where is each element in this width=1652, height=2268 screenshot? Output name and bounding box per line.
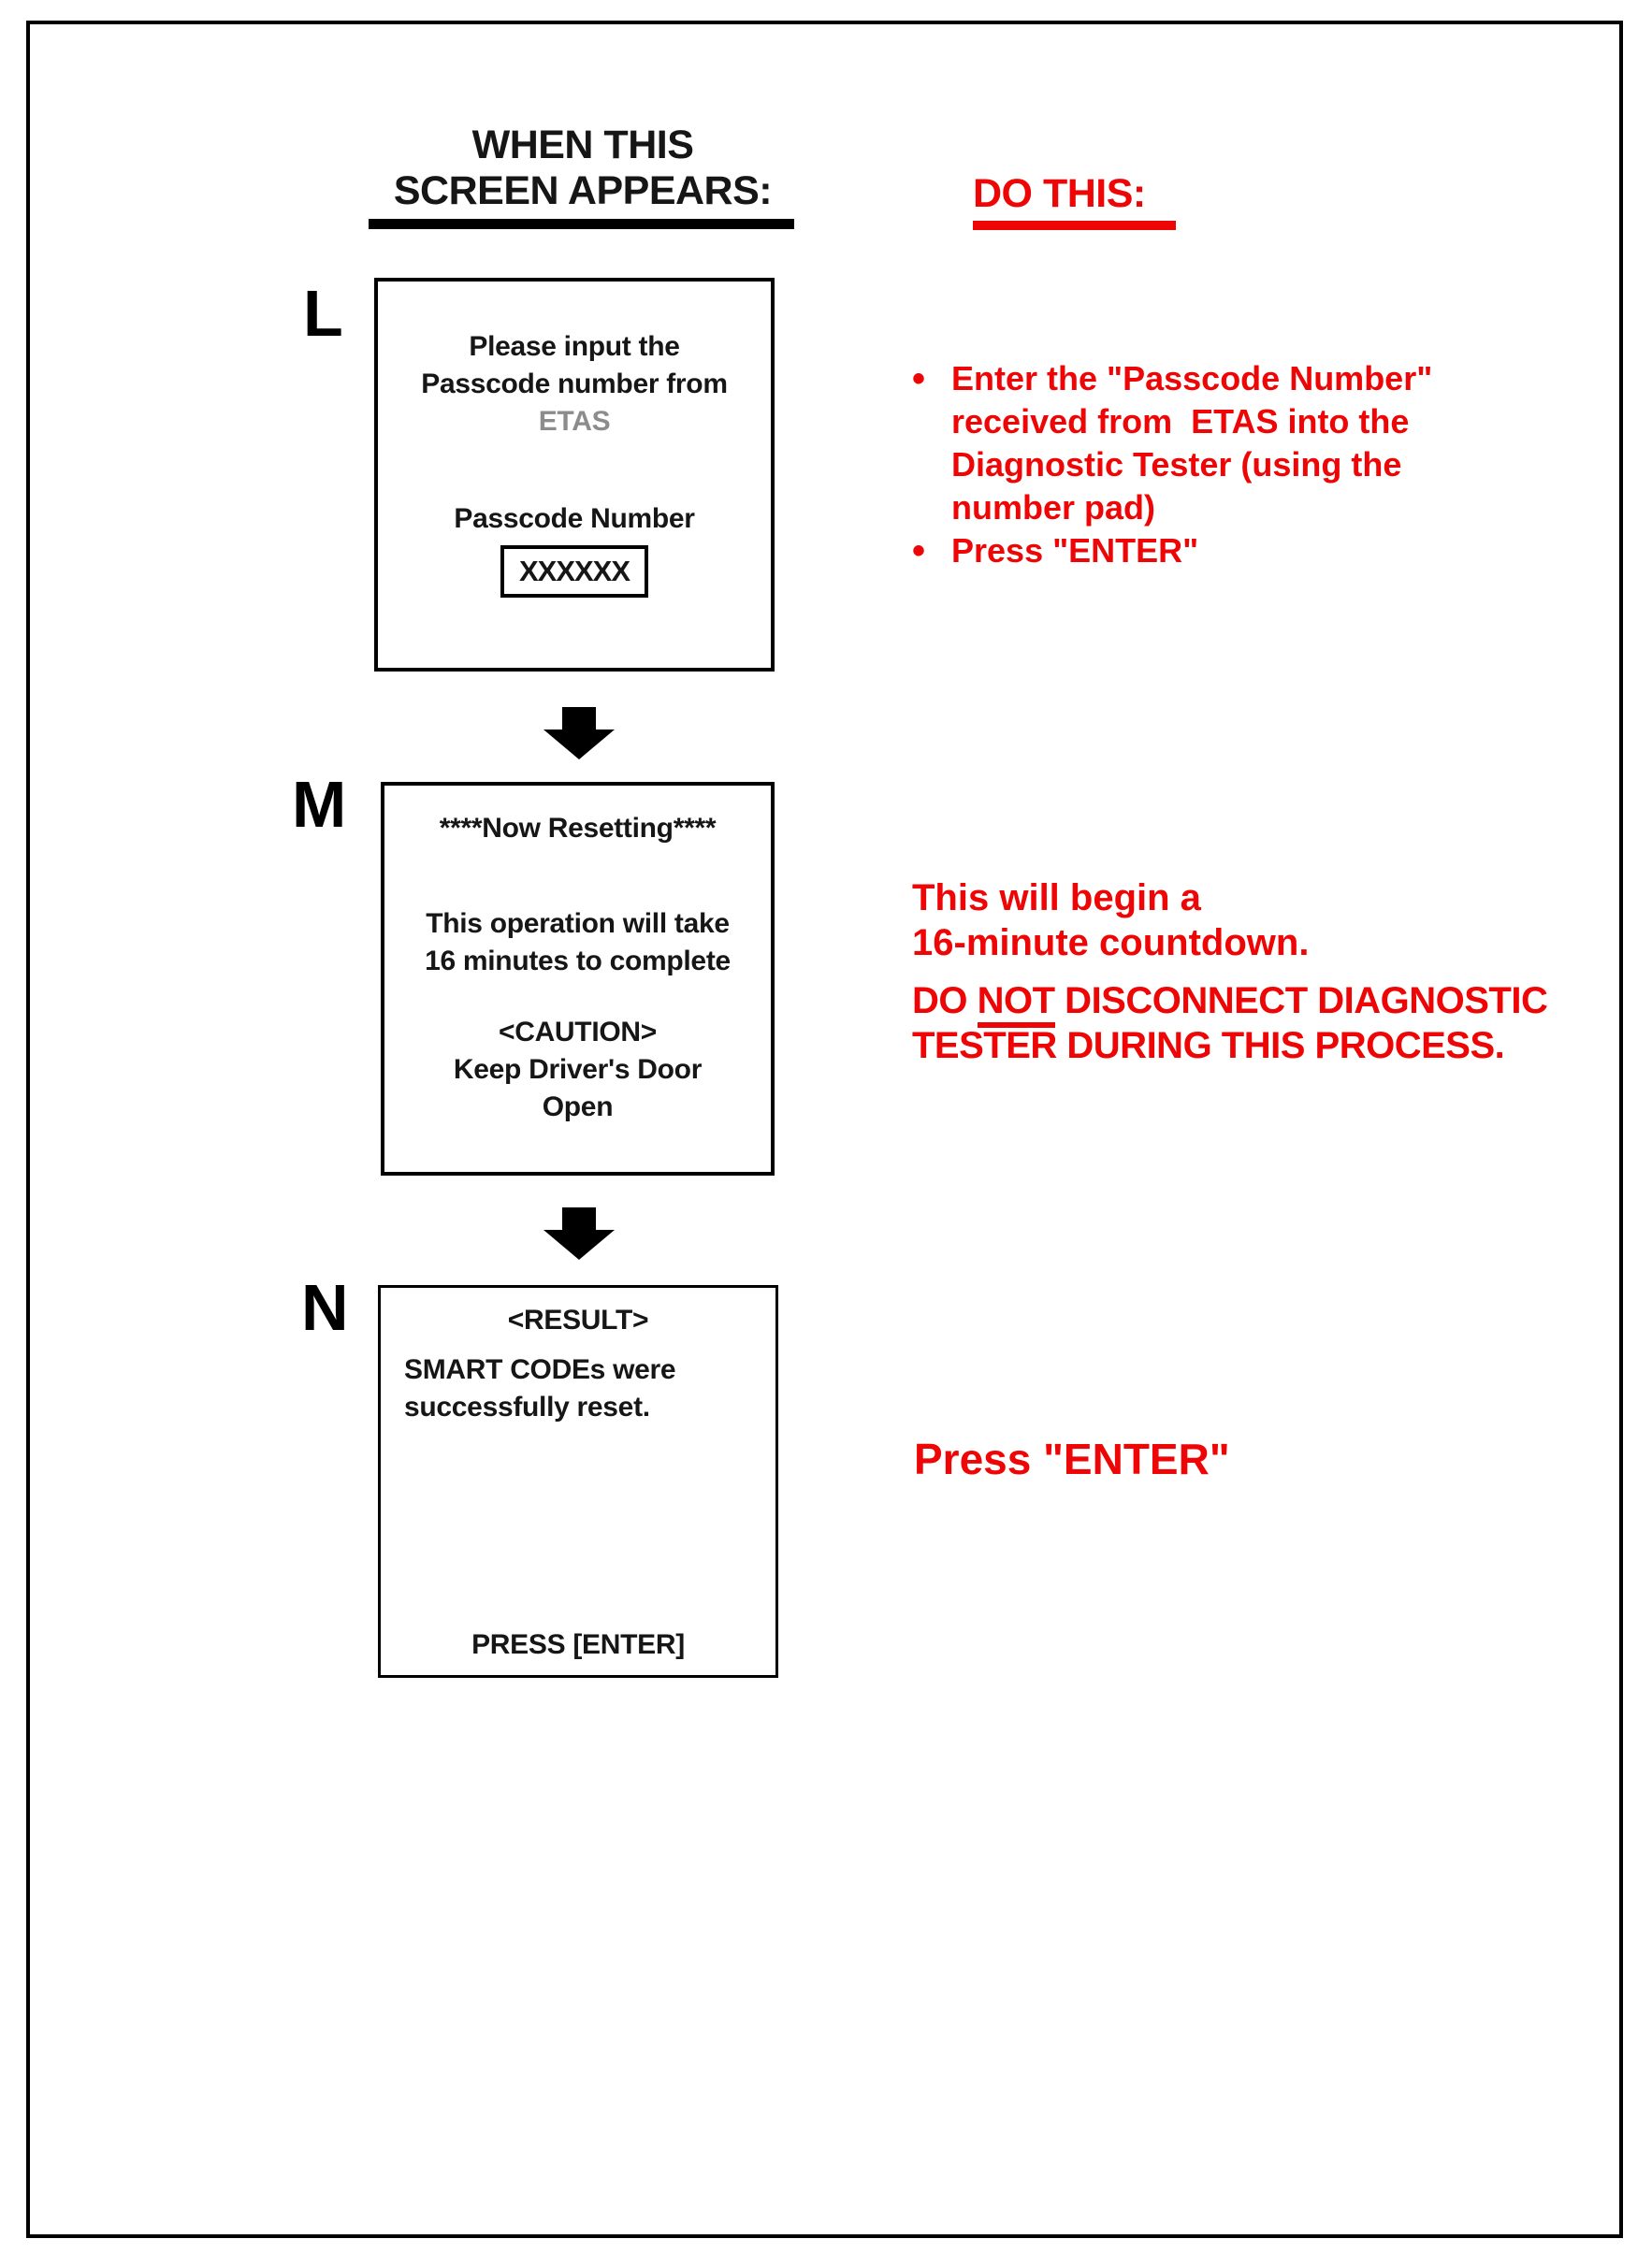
instruction-bullet: • Press "ENTER"	[912, 529, 1436, 572]
screen-m-now-resetting: ****Now Resetting**** This operation wil…	[381, 782, 775, 1176]
disconnect-warning: DO NOT DISCONNECT DIAGNOSTIC TESTER DURI…	[912, 978, 1623, 1068]
down-arrow-icon	[543, 707, 615, 759]
screen-m-text-line: 16 minutes to complete	[425, 946, 731, 976]
instruction-line: received from ETAS into the	[951, 402, 1410, 441]
caution-tag: <CAUTION>	[498, 1017, 657, 1047]
column-header-when-line1: WHEN THIS	[471, 123, 694, 167]
screen-n-body: SMART CODEs were successfully reset.	[381, 1351, 676, 1426]
instruction-line: Diagnostic Tester (using the	[951, 445, 1402, 484]
flow-connector	[543, 707, 615, 764]
instruction-line: 16-minute countdown.	[912, 922, 1310, 963]
do-this-underline	[973, 221, 1176, 230]
instruction-line: Enter the "Passcode Number"	[951, 359, 1433, 397]
screen-l-text-line: Passcode number from	[421, 368, 728, 399]
instructions-step-m: This will begin a 16-minute countdown. D…	[912, 875, 1623, 1068]
column-header-do-this: DO THIS:	[973, 171, 1146, 216]
passcode-input-field: XXXXXX	[500, 545, 648, 598]
screen-n-text-line: SMART CODEs were	[404, 1354, 676, 1385]
bullet-icon: •	[912, 530, 926, 571]
caution-text-line: Keep Driver's Door	[453, 1054, 703, 1085]
screen-n-text-line: successfully reset.	[404, 1392, 650, 1423]
instructions-step-l: • Enter the "Passcode Number" received f…	[912, 357, 1436, 572]
column-header-when-line2: SCREEN APPEARS:	[393, 168, 773, 213]
warning-line: TESTER DURING THIS PROCESS.	[912, 1025, 1505, 1066]
step-label-m: M	[292, 768, 347, 841]
bullet-icon: •	[912, 358, 926, 399]
result-tag: <RESULT>	[507, 1305, 649, 1336]
instructions-step-n: Press "ENTER"	[914, 1435, 1230, 1483]
passcode-field-label: Passcode Number	[454, 503, 695, 534]
screen-n-result: <RESULT> SMART CODEs were successfully r…	[378, 1285, 778, 1678]
warning-text: DO	[912, 980, 978, 1021]
page-border	[26, 21, 1623, 2238]
screen-m-caution: <CAUTION> Keep Driver's Door Open	[454, 1014, 702, 1126]
instruction-line: Press "ENTER"	[951, 531, 1199, 570]
instruction-line: number pad)	[951, 488, 1156, 527]
screen-l-text-line: Please input the	[469, 331, 680, 362]
instruction-bullet: • Enter the "Passcode Number" received f…	[912, 357, 1436, 529]
caution-text-line: Open	[542, 1091, 614, 1122]
screen-m-title: ****Now Resetting****	[439, 813, 717, 844]
screen-m-body: This operation will take 16 minutes to c…	[425, 905, 731, 980]
step-label-l: L	[303, 277, 343, 350]
down-arrow-icon	[543, 1207, 615, 1260]
column-header-when: WHEN THIS SCREEN APPEARS:	[369, 123, 797, 214]
warning-line: DO NOT DISCONNECT DIAGNOSTIC	[912, 978, 1623, 1028]
instruction-line: This will begin a	[912, 877, 1201, 918]
countdown-note: This will begin a 16-minute countdown.	[912, 875, 1623, 965]
screen-l-passcode: Please input the Passcode number from ET…	[374, 278, 775, 672]
flow-connector	[543, 1207, 615, 1264]
heading-underline	[369, 219, 794, 229]
warning-text: DISCONNECT DIAGNOSTIC	[1054, 980, 1548, 1021]
press-enter-prompt: PRESS [ENTER]	[471, 1629, 685, 1660]
passcode-field-value: XXXXXX	[518, 555, 630, 587]
warning-not-underlined: NOT	[977, 980, 1055, 1028]
screen-m-text-line: This operation will take	[426, 908, 730, 939]
screen-l-text-line: ETAS	[538, 406, 611, 437]
step-label-n: N	[301, 1271, 349, 1344]
